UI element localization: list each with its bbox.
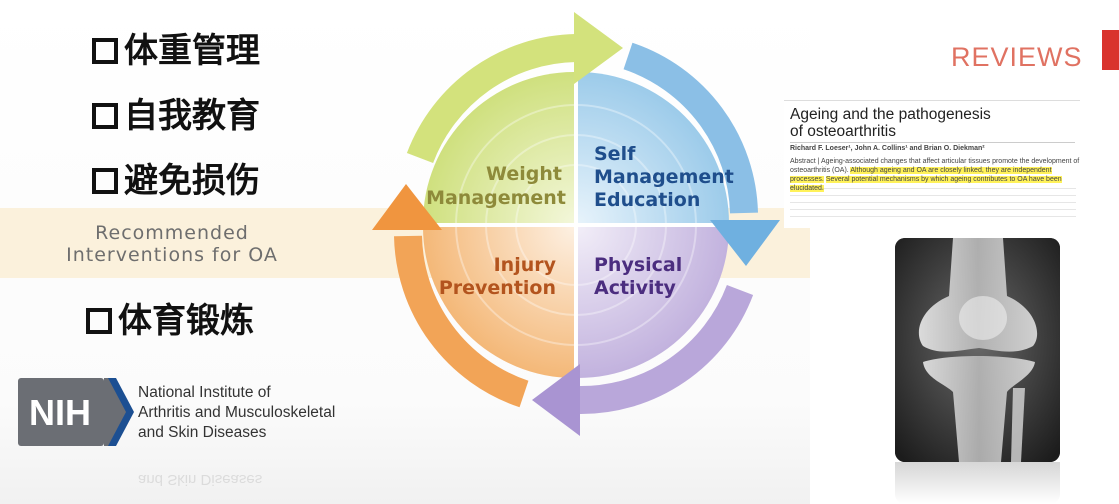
nih-line2: Arthritis and Musculoskeletal <box>138 404 336 421</box>
arrow-head-green-icon <box>574 12 623 84</box>
nih-logo-text: NIH <box>29 392 91 433</box>
bullet-text: 体育锻炼 <box>118 301 254 341</box>
label-activity: Activity <box>594 277 677 299</box>
label-physical: Physical <box>594 254 682 276</box>
arrow-arc-green <box>406 34 577 164</box>
checkbox-square-icon <box>92 103 118 129</box>
label-self-management: Management <box>594 166 734 188</box>
reviews-accent-tab <box>1102 30 1119 70</box>
bullet-weight-management: 体重管理 <box>92 34 260 68</box>
arrow-head-orange-icon <box>372 184 442 230</box>
paper-faded-lines <box>790 188 1076 218</box>
label-self: Self <box>594 143 636 165</box>
nih-line1: National Institute of <box>138 384 271 401</box>
xray-reflection <box>895 462 1060 504</box>
bullet-text: 避免损伤 <box>124 161 260 201</box>
paper-title-line2: of osteoarthritis <box>790 123 896 140</box>
bullet-injury-avoidance: 避免损伤 <box>92 164 260 198</box>
paper-abstract: Abstract | Ageing-associated changes tha… <box>790 157 1080 193</box>
bullet-text: 自我教育 <box>124 96 260 136</box>
knee-xray-image <box>895 238 1060 462</box>
quadrant-self-management <box>578 72 729 223</box>
knee-xray-icon <box>895 238 1060 462</box>
nih-reflection-text: and Skin Diseases <box>138 471 263 488</box>
paper-excerpt: Ageing and the pathogenesis of osteoarth… <box>784 100 1080 228</box>
quadrant-weight-management <box>423 72 574 223</box>
checkbox-square-icon <box>92 168 118 194</box>
label-prevention: Prevention <box>439 277 556 299</box>
quadrant-injury-prevention <box>423 227 574 378</box>
band-title: Recommended Interventions for OA <box>52 222 292 266</box>
label-injury: Injury <box>494 254 557 276</box>
arrow-head-blue-icon <box>710 220 780 266</box>
abstract-text: Abstract | Ageing-associated changes tha… <box>790 158 1080 174</box>
arrow-head-purple-icon <box>532 364 580 436</box>
bullet-text: 体重管理 <box>124 31 260 71</box>
bullet-physical-exercise: 体育锻炼 <box>86 304 254 338</box>
bullet-self-education: 自我教育 <box>92 99 260 133</box>
nih-name: National Institute of Arthritis and Musc… <box>138 383 335 443</box>
arrow-arc-blue <box>623 42 758 214</box>
arrow-arc-orange <box>394 235 529 408</box>
band-title-line1: Recommended <box>95 222 249 244</box>
nih-reflection: and Skin Diseases <box>18 458 318 488</box>
paper-title-line1: Ageing and the pathogenesis <box>790 106 991 123</box>
paper-authors: Richard F. Loeser¹, John A. Collins¹ and… <box>790 145 985 152</box>
band-title-line2: Interventions for OA <box>66 244 278 266</box>
reviews-label: REVIEWS <box>951 42 1083 72</box>
paper-rule <box>790 142 1075 143</box>
checkbox-square-icon <box>92 38 118 64</box>
nih-line3: and Skin Diseases <box>138 424 267 441</box>
label-weight: Weight <box>486 163 562 185</box>
label-education: Education <box>594 189 700 211</box>
checkbox-square-icon <box>86 308 112 334</box>
arrow-arc-purple <box>577 284 754 415</box>
interventions-cycle-diagram: Weight Management Self Management Educat… <box>372 12 780 436</box>
quadrant-physical-activity <box>578 227 729 378</box>
paper-title: Ageing and the pathogenesis of osteoarth… <box>790 106 1080 140</box>
paper-top-rule <box>784 100 1080 101</box>
label-management: Management <box>426 187 566 209</box>
nih-logo: NIH <box>18 378 134 446</box>
